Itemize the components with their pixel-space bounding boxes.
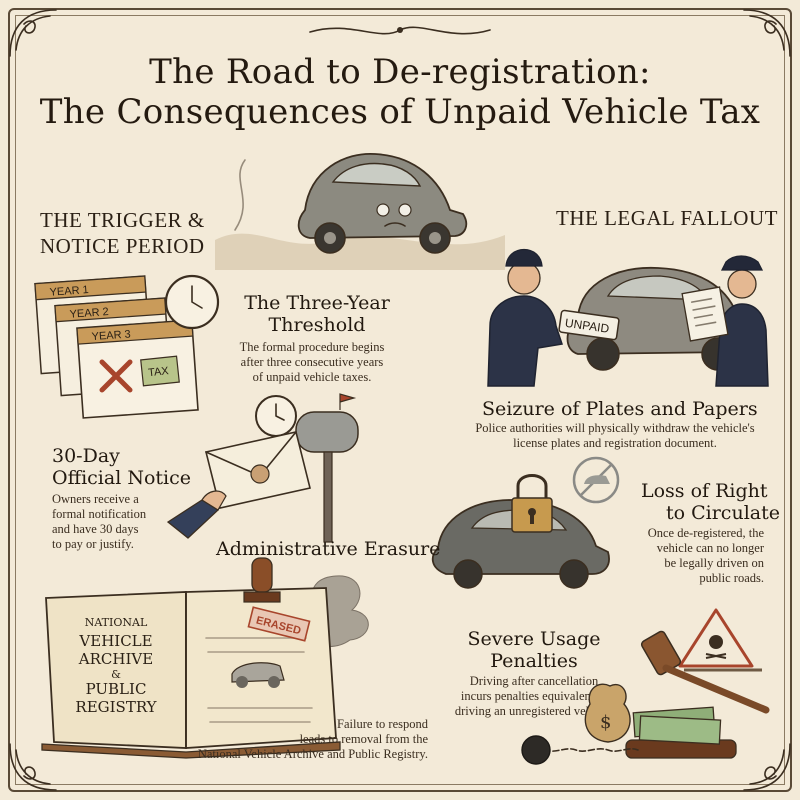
section-legal-label: THE LEGAL FALLOUT	[556, 206, 778, 230]
penalties-title-2: Penalties	[490, 650, 578, 672]
notice-title-1: 30-Day	[52, 445, 120, 467]
threshold-title-1: The Three-Year	[244, 292, 390, 314]
registry-book-illustration: NATIONAL VEHICLE ARCHIVE & PUBLIC REGIST…	[41, 557, 369, 759]
corner-ornament	[9, 743, 57, 791]
tax-stamp-label: TAX	[148, 365, 170, 379]
page-title: The Road to De-registration:	[149, 52, 651, 92]
circulate-title-2: to Circulate	[666, 502, 780, 524]
calendar-illustration: YEAR 1 YEAR 2 YEAR 3 TAX	[34, 274, 220, 419]
mail-notice-illustration	[166, 393, 359, 543]
circulate-description: Once de-registered, the vehicle can no l…	[647, 526, 764, 585]
title-flourish	[309, 26, 491, 35]
notice-description: Owners receive a formal notification and…	[52, 492, 147, 551]
section-trigger-label-2: NOTICE PERIOD	[40, 234, 205, 258]
page-frame	[8, 8, 792, 792]
penalty-illustration: $	[521, 608, 770, 765]
erasure-description: Failure to respond leads to removal from…	[197, 717, 428, 761]
book-text-national: NATIONAL	[85, 616, 148, 629]
svg-text:$: $	[600, 712, 611, 733]
seizure-description: Police authorities will physically withd…	[475, 421, 755, 450]
year2-label: YEAR 2	[69, 306, 109, 321]
unpaid-plate-label: UNPAID	[564, 316, 610, 336]
threshold-title-2: Threshold	[268, 314, 366, 336]
notice-title-2: Official Notice	[52, 467, 191, 489]
book-text-vehicle: VEHICLE	[78, 632, 152, 650]
sad-car-illustration	[215, 153, 505, 270]
book-text-registry: REGISTRY	[75, 698, 157, 716]
year3-label: YEAR 3	[91, 328, 131, 343]
circulate-title-1: Loss of Right	[641, 480, 768, 502]
year1-label: YEAR 1	[49, 284, 89, 299]
erasure-title: Administrative Erasure	[216, 538, 441, 560]
corner-ornament	[9, 9, 57, 57]
page-subtitle: The Consequences of Unpaid Vehicle Tax	[39, 92, 761, 132]
penalties-description: Driving after cancellation incurs penalt…	[454, 674, 614, 718]
book-text-ampersand: &	[111, 668, 121, 681]
corner-ornament	[743, 9, 791, 57]
seizure-title: Seizure of Plates and Papers	[482, 398, 758, 420]
penalties-title-1: Severe Usage	[467, 628, 601, 650]
corner-ornament	[743, 743, 791, 791]
police-seizure-illustration: UNPAID	[487, 249, 769, 387]
threshold-description: The formal procedure begins after three …	[239, 340, 385, 384]
book-text-archive: ARCHIVE	[78, 650, 153, 668]
locked-car-illustration	[431, 456, 620, 589]
book-text-public: PUBLIC	[86, 680, 147, 698]
section-trigger-label-1: THE TRIGGER &	[40, 208, 205, 232]
